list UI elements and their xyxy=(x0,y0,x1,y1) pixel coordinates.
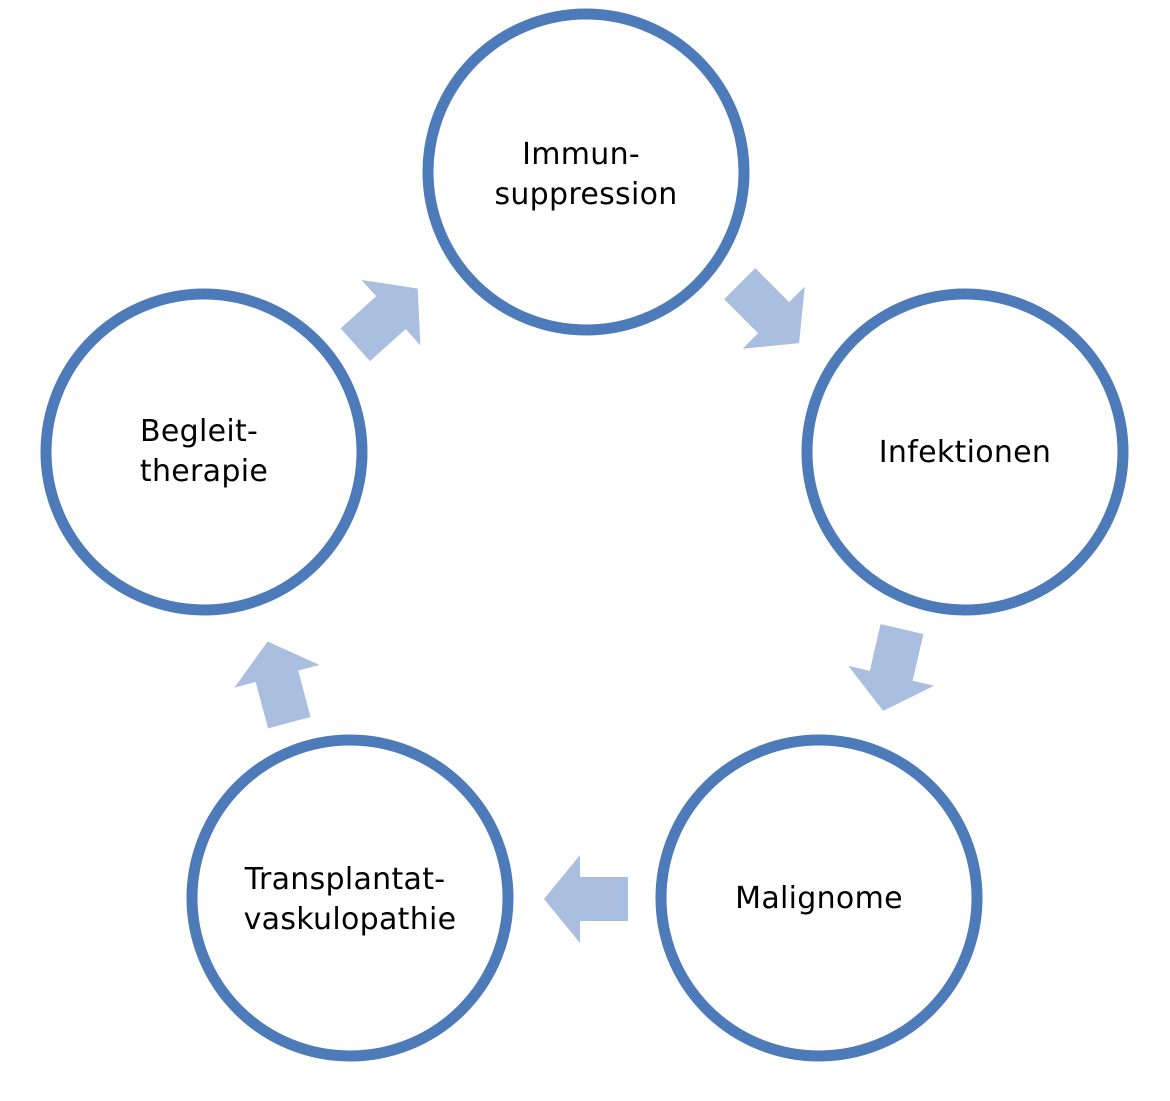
arrow-immunsuppression-to-infektionen xyxy=(724,268,805,349)
node-begleittherapie-line-2: therapie xyxy=(140,454,268,489)
node-begleittherapie: Begleit- therapie xyxy=(40,288,368,616)
node-immunsuppression-line-1: Immun- xyxy=(522,137,640,172)
node-transplantatvaskulopathie: Transplantat- vaskulopathie xyxy=(186,734,514,1062)
node-transplantatvaskulopathie-circle xyxy=(186,734,514,1062)
arrow-infektionen-to-malignome xyxy=(848,624,935,711)
node-begleittherapie-circle xyxy=(40,288,368,616)
node-infektionen-line-1: Infektionen xyxy=(879,435,1052,470)
node-transplantatvaskulopathie-line-1: Transplantat- xyxy=(244,862,446,897)
node-infektionen: Infektionen xyxy=(801,288,1129,616)
node-begleittherapie-line-1: Begleit- xyxy=(140,414,258,449)
arrow-begleittherapie-to-immunsuppression xyxy=(340,279,421,362)
node-begleittherapie-label: Begleit- therapie xyxy=(140,414,268,489)
node-malignome-circle xyxy=(655,734,983,1062)
node-malignome-label: Malignome xyxy=(735,881,903,916)
arrows-layer xyxy=(234,268,935,943)
node-immunsuppression-label: Immun- suppression xyxy=(494,137,677,212)
arrow-transplantatvaskulopathie-to-begleittherapie xyxy=(234,641,320,729)
node-infektionen-label: Infektionen xyxy=(879,435,1052,470)
arrow-malignome-to-transplantatvaskulopathie xyxy=(544,855,628,943)
node-malignome-line-1: Malignome xyxy=(735,881,903,916)
node-transplantatvaskulopathie-label: Transplantat- vaskulopathie xyxy=(244,862,457,937)
node-immunsuppression-line-2: suppression xyxy=(494,177,677,212)
node-malignome: Malignome xyxy=(655,734,983,1062)
node-transplantatvaskulopathie-line-2: vaskulopathie xyxy=(244,902,457,937)
node-immunsuppression-circle xyxy=(422,8,750,336)
node-immunsuppression: Immun- suppression xyxy=(422,8,750,336)
node-infektionen-circle xyxy=(801,288,1129,616)
